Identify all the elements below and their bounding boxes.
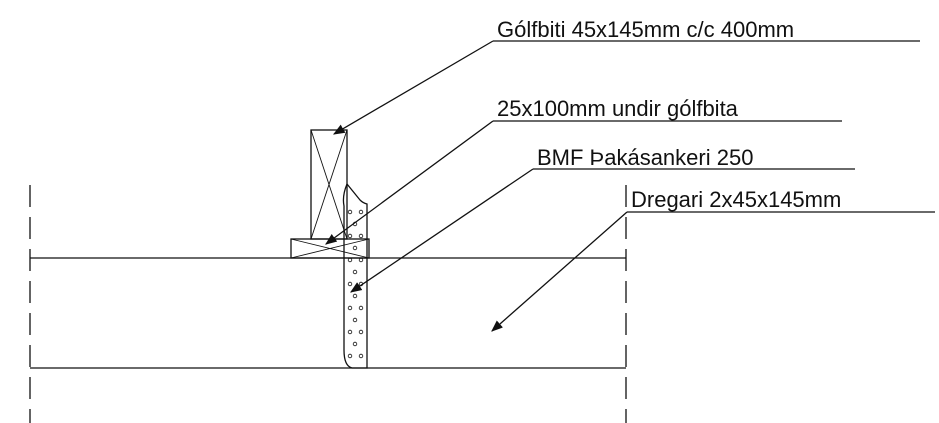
anchor-plate-outline [342, 182, 368, 369]
anchor-hole [347, 281, 353, 287]
anchor-holes [347, 209, 364, 359]
anchor-hole [347, 305, 353, 311]
beam-leader [491, 211, 628, 332]
anchor-hole [352, 317, 358, 323]
anchor-hole [347, 353, 353, 359]
anchor-hole [358, 353, 364, 359]
packer-cross-2 [290, 238, 370, 259]
joist-cross-2 [310, 129, 348, 240]
label-beam: Dregari 2x45x145mm [631, 187, 841, 212]
anchor-hole [358, 305, 364, 311]
packer-section [290, 238, 370, 259]
anchor-hole [358, 233, 364, 239]
label-anchor: BMF Þakásankeri 250 [537, 145, 753, 170]
floor-joist-section [310, 129, 348, 240]
anchor-hole [347, 257, 353, 263]
packer-leader [325, 120, 494, 245]
label-packer: 25x100mm undir gólfbita [497, 96, 739, 121]
joist-leader [332, 40, 494, 135]
anchor-hole [352, 293, 358, 299]
anchor-hole [352, 269, 358, 275]
beam-dregari [29, 185, 627, 423]
anchor-hole [358, 329, 364, 335]
anchor-hole [347, 209, 353, 215]
anchor-hole [358, 257, 364, 263]
anchor-leader [350, 168, 534, 293]
label-floor-joist: Gólfbiti 45x145mm c/c 400mm [497, 17, 794, 42]
anchor-hole [347, 233, 353, 239]
anchor-hole [352, 245, 358, 251]
anchor-hole [347, 329, 353, 335]
leader-lines [325, 40, 935, 332]
anchor-hole [352, 341, 358, 347]
anchor-hole [358, 209, 364, 215]
